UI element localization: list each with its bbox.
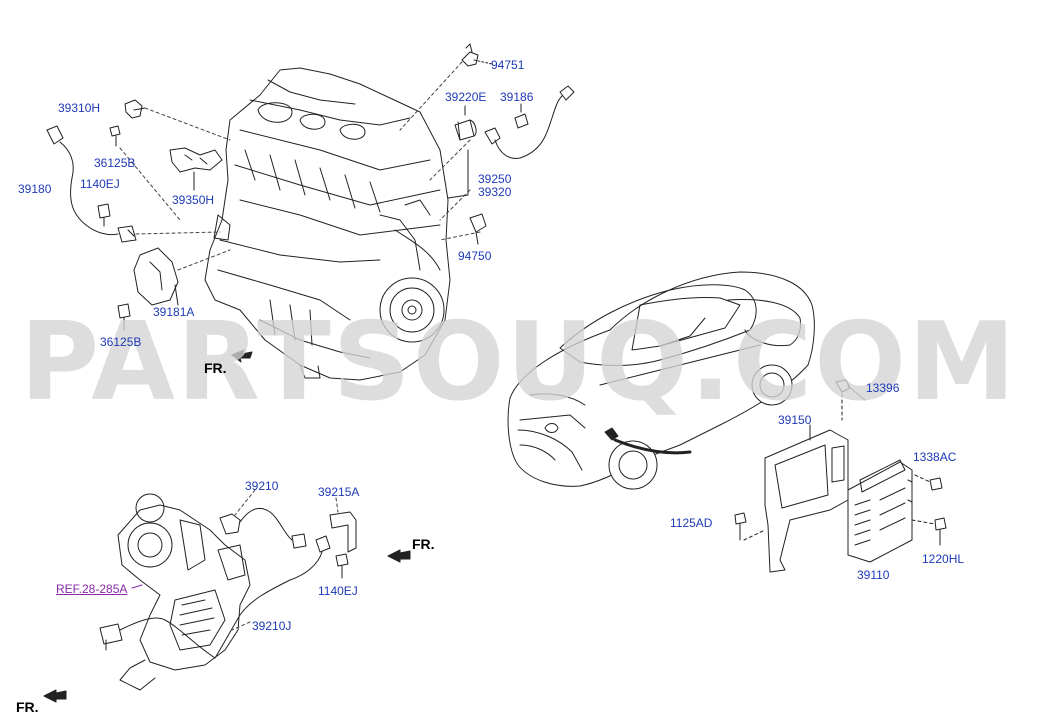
part-label[interactable]: 1220HL (922, 552, 965, 566)
part-label[interactable]: 1125AD (670, 516, 713, 530)
ecu-module-39110 (847, 459, 913, 563)
front-arrow-2 (387, 549, 411, 563)
part-label[interactable]: 39215A (318, 485, 360, 499)
front-marker: FR. (204, 360, 227, 376)
part-label[interactable]: 39181A (153, 305, 195, 319)
bracket-39181A (133, 247, 179, 306)
bracket-39350H (169, 147, 223, 191)
part-label[interactable]: 39320 (478, 185, 512, 199)
part-label[interactable]: 39210J (252, 619, 292, 633)
part-label[interactable]: 39250 (478, 172, 512, 186)
ecu-bracket-39150 (764, 429, 849, 573)
oxygen-sensor-39210J (99, 535, 331, 659)
bolt-36125B (117, 303, 131, 331)
sensor-39186 (484, 85, 575, 159)
exhaust-illustration (117, 493, 251, 691)
bolt-1140EJ-lower (335, 553, 349, 579)
sensor-39310H (109, 99, 146, 147)
part-label[interactable]: 1140EJ (318, 584, 358, 598)
part-label[interactable]: 39186 (500, 90, 534, 104)
part-label[interactable]: 36125B (94, 156, 136, 170)
oxygen-sensor-39210 (219, 507, 307, 549)
part-label[interactable]: 39210 (245, 479, 279, 493)
front-marker: FR. (16, 699, 39, 715)
part-label[interactable]: 1140EJ (80, 177, 120, 191)
front-marker: FR. (412, 536, 435, 552)
sensor-94750 (469, 213, 487, 245)
bolt-1338AC (914, 474, 943, 491)
sensor-39220E (454, 105, 477, 141)
vehicle-illustration (507, 271, 815, 490)
engine-illustration (204, 67, 451, 381)
part-label[interactable]: 39150 (778, 413, 812, 427)
part-label[interactable]: 39350H (172, 193, 215, 207)
front-arrow-1 (231, 349, 253, 363)
part-label[interactable]: 39110 (857, 568, 890, 582)
part-label[interactable]: 94750 (458, 249, 492, 263)
part-label[interactable]: 94751 (491, 58, 525, 72)
part-label[interactable]: 36125B (100, 335, 142, 349)
part-label[interactable]: 39220E (445, 90, 487, 104)
bolt-1220HL (911, 517, 947, 546)
part-label[interactable]: 13396 (866, 381, 900, 395)
part-label[interactable]: 39180 (18, 182, 52, 196)
front-arrow-3 (43, 689, 67, 703)
sensor-94751 (461, 43, 493, 67)
ref-label[interactable]: REF.28-285A (56, 582, 128, 596)
part-label[interactable]: 39310H (58, 101, 101, 115)
part-label[interactable]: 1338AC (913, 450, 957, 464)
sensor-39180 (46, 125, 137, 243)
bracket-39215A (329, 511, 357, 553)
bolt-1125AD (734, 512, 766, 541)
